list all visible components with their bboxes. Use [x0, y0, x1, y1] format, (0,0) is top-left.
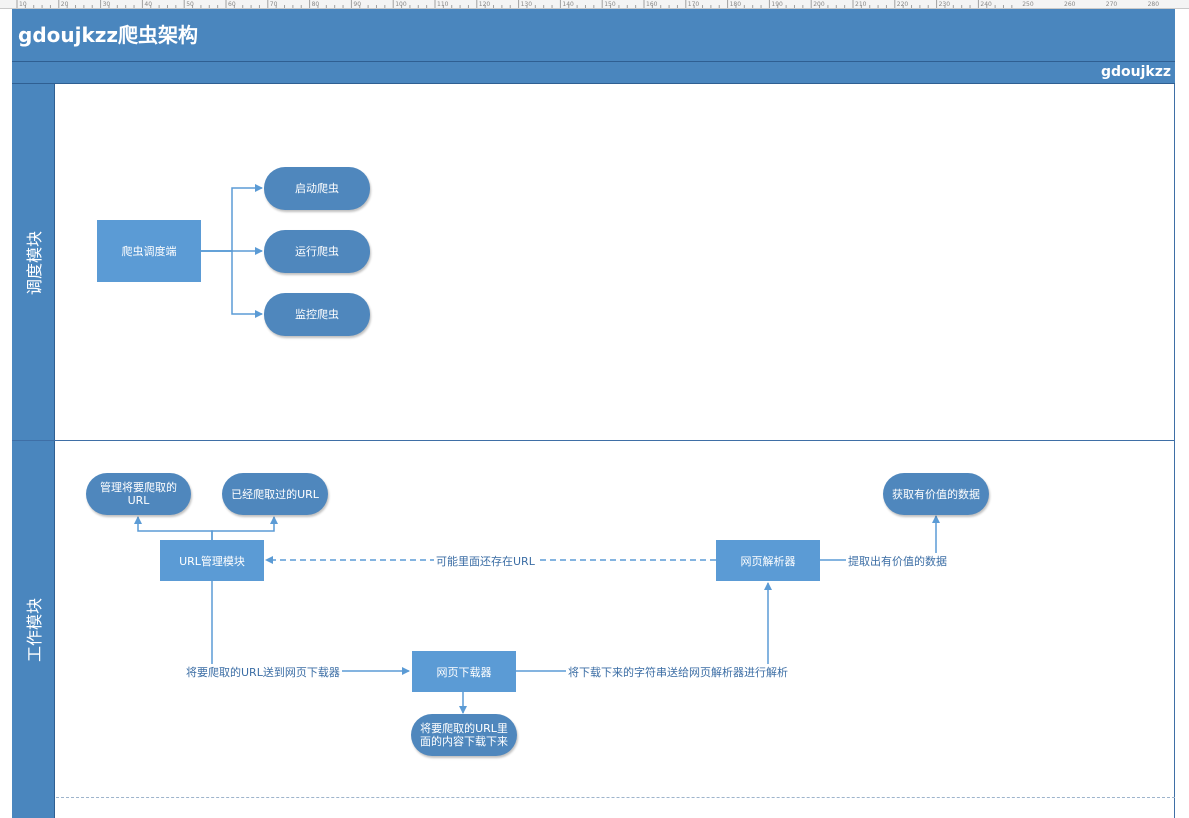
downloader-node[interactable]: 网页下载器: [412, 651, 516, 692]
run-crawler-node[interactable]: 运行爬虫: [264, 230, 370, 273]
ruler-tick-label: 100: [395, 1, 407, 8]
monitor-crawler-node[interactable]: 监控爬虫: [264, 293, 370, 336]
author-bar: gdoujkzz: [12, 62, 1175, 84]
edge-urlmgr-downloader: [211, 581, 410, 675]
top-ruler: 10 20 30 40 50 60 70 80 90 100 110 120 130 140 150 160 1…: [0, 0, 1189, 9]
ruler-tick-label: 30: [103, 1, 111, 8]
edge-label-extract-data: 提取出有价值的数据: [846, 553, 949, 569]
edge-urlmgr-crawled: [211, 516, 278, 540]
valuable-data-node[interactable]: 获取有价值的数据: [883, 473, 989, 515]
ruler-tick-label: 150: [604, 1, 616, 8]
parser-node[interactable]: 网页解析器: [716, 540, 820, 581]
title-bar: gdoujkzz爬虫架构: [12, 9, 1175, 62]
ruler-tick-label: 40: [144, 1, 152, 8]
edge-scheduler-monitor: [201, 250, 263, 318]
edge-label-maybe-url: 可能里面还存在URL: [434, 553, 537, 569]
ruler-tick-label: 70: [270, 1, 278, 8]
ruler-tick-label: 210: [855, 1, 867, 8]
page-break-line: [56, 797, 1175, 798]
lane-divider: [12, 440, 1175, 441]
ruler-tick-label: 140: [562, 1, 574, 8]
download-content-node[interactable]: 将要爬取的URL里面的内容下载下来: [411, 714, 517, 756]
ruler-ticks: 10 20 30 40 50 60 70 80 90 100 110 120 130 140 150 160 1…: [16, 0, 1160, 8]
ruler-tick-label: 250: [1022, 1, 1034, 8]
ruler-tick-label: 20: [61, 1, 69, 8]
ruler-tick-label: 50: [186, 1, 194, 8]
scheduler-node[interactable]: 爬虫调度端: [97, 220, 201, 282]
edge-scheduler-start: [201, 184, 263, 252]
edge-downloader-parser: [516, 582, 772, 672]
ruler-tick-label: 160: [646, 1, 658, 8]
ruler-tick-label: 80: [312, 1, 320, 8]
lane-header-schedule[interactable]: 调度模块: [12, 84, 55, 441]
ruler-tick-label: 10: [19, 1, 27, 8]
edge-label-send-url: 将要爬取的URL送到网页下载器: [184, 664, 342, 680]
start-crawler-node[interactable]: 启动爬虫: [264, 167, 370, 210]
ruler-tick-label: 110: [437, 1, 449, 8]
ruler-tick-label: 260: [1064, 1, 1076, 8]
url-manager-node[interactable]: URL管理模块: [160, 540, 264, 581]
ruler-tick-label: 230: [939, 1, 951, 8]
ruler-tick-label: 180: [730, 1, 742, 8]
ruler-tick-label: 120: [479, 1, 491, 8]
ruler-tick-label: 200: [813, 1, 825, 8]
author-label: gdoujkzz: [1100, 64, 1171, 80]
ruler-tick-label: 170: [688, 1, 700, 8]
diagram-title: gdoujkzz爬虫架构: [18, 23, 199, 47]
ruler-tick-label: 60: [228, 1, 236, 8]
edge-urlmgr-manage: [134, 516, 213, 540]
ruler-tick-label: 190: [771, 1, 783, 8]
crawled-urls-node[interactable]: 已经爬取过的URL: [222, 473, 328, 515]
ruler-tick-label: 90: [353, 1, 361, 8]
manage-urls-node[interactable]: 管理将要爬取的URL: [86, 473, 191, 515]
ruler-tick-label: 240: [980, 1, 992, 8]
lane-header-work[interactable]: 工作模块: [12, 441, 55, 818]
ruler-tick-label: 130: [521, 1, 533, 8]
edge-label-send-string: 将下载下来的字符串送给网页解析器进行解析: [566, 664, 790, 680]
ruler-tick-label: 270: [1106, 1, 1118, 8]
ruler-tick-label: 220: [897, 1, 909, 8]
ruler-tick-label: 280: [1148, 1, 1160, 8]
